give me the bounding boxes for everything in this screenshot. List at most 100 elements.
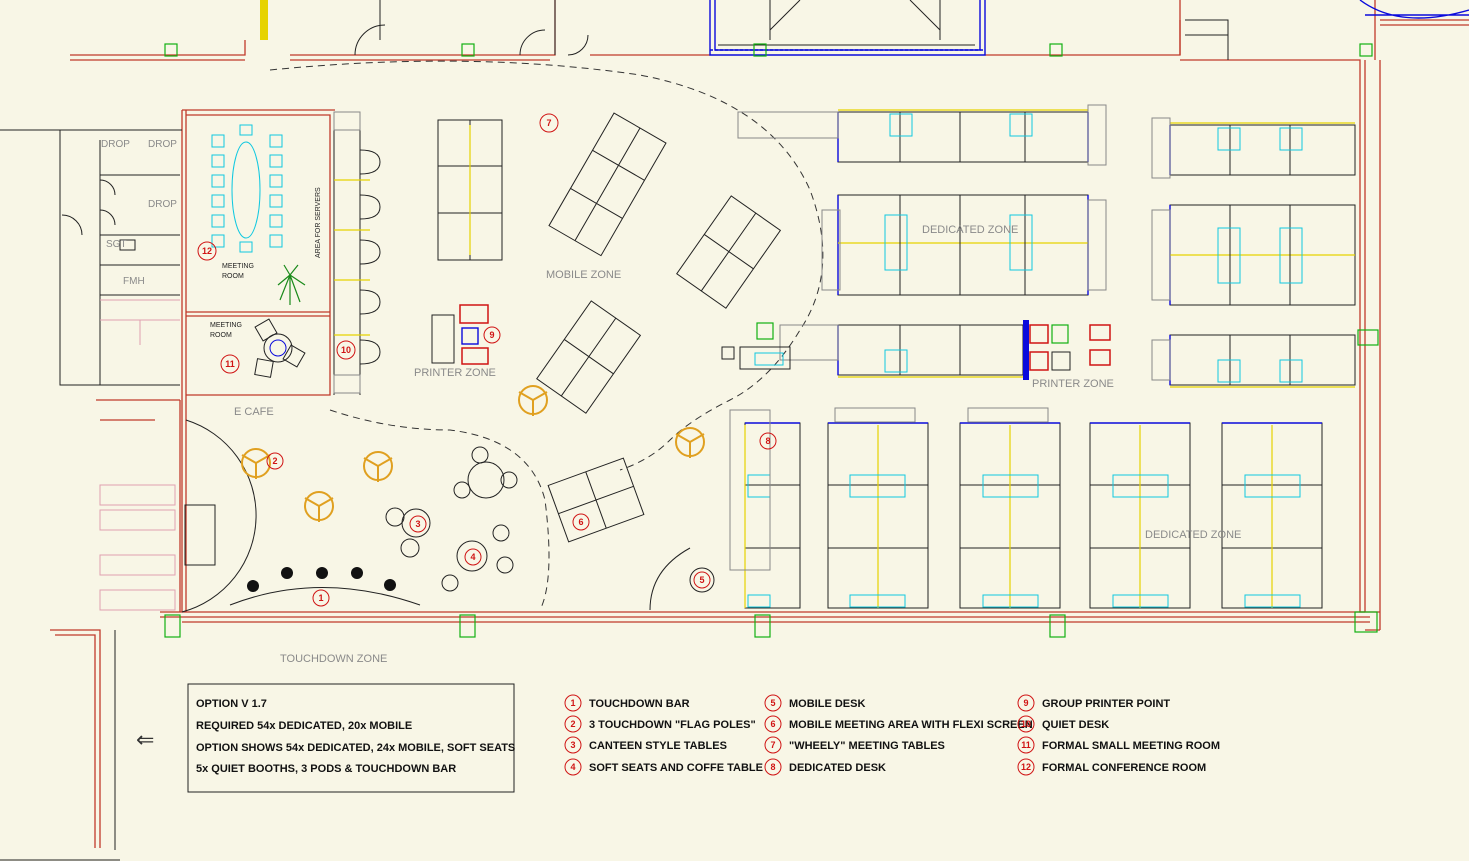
printer-zone-left <box>431 304 489 365</box>
svg-text:5: 5 <box>699 575 704 585</box>
outer-walls <box>0 0 1381 861</box>
meeting-room-12-label: MEETING <box>222 263 254 270</box>
column <box>164 43 178 57</box>
column <box>461 43 475 57</box>
svg-text:11: 11 <box>225 359 235 369</box>
legend-number: 8 <box>770 762 775 772</box>
legend-item-6: 6 MOBILE MEETING AREA WITH FLEXI SCREEN <box>764 715 1033 733</box>
plan-markers: 1 2 3 4 5 6 7 8 9 10 11 12 <box>197 113 777 607</box>
small-meeting-room <box>254 318 306 378</box>
column <box>753 43 767 57</box>
marker-5: 5 <box>693 571 711 589</box>
legend-item-11: 11 FORMAL SMALL MEETING ROOM <box>1017 736 1220 754</box>
marker-3: 3 <box>409 515 427 533</box>
flag-poles <box>241 385 705 522</box>
mobile-desks <box>437 112 782 543</box>
quiet-desk-cluster <box>721 322 791 370</box>
marker-7: 7 <box>539 113 559 133</box>
svg-text:1: 1 <box>318 593 323 603</box>
svg-text:8: 8 <box>765 436 770 446</box>
legend-marker-6 <box>764 715 782 733</box>
legend-marker-2 <box>564 715 582 733</box>
legend-label: "WHEELY" MEETING TABLES <box>789 740 945 752</box>
drop-label-2: DROP <box>148 139 177 150</box>
legend-label: FORMAL SMALL MEETING ROOM <box>1042 740 1220 752</box>
legend-number: 5 <box>770 698 775 708</box>
legend-number: 3 <box>570 740 575 750</box>
drop-label-3: DROP <box>148 199 177 210</box>
legend-marker-10 <box>1017 715 1035 733</box>
legend-number: 6 <box>770 719 775 729</box>
legend-marker-1 <box>564 694 582 712</box>
legend-number: 12 <box>1021 762 1031 772</box>
svg-text:10: 10 <box>341 345 351 355</box>
cafe-seats <box>99 419 257 613</box>
top-features <box>164 0 1469 60</box>
option-line-1: REQUIRED 54x DEDICATED, 20x MOBILE <box>196 720 412 732</box>
marker-10: 10 <box>336 340 356 360</box>
printer-zone-right <box>1029 324 1111 371</box>
legend-number: 2 <box>570 719 575 729</box>
sgt-label: SGT <box>106 239 127 250</box>
option-title: OPTION V 1.7 <box>196 698 267 710</box>
meeting-room-12-label-line2: ROOM <box>222 273 244 280</box>
legend-number: 4 <box>570 762 575 772</box>
drop-label-1: DROP <box>101 139 130 150</box>
legend-marker-11 <box>1017 736 1035 754</box>
server-area-label: AREA FOR SERVERS <box>315 187 322 258</box>
legend-label: 3 TOUCHDOWN "FLAG POLES" <box>589 719 756 731</box>
svg-text:2: 2 <box>272 456 277 466</box>
svg-text:6: 6 <box>578 517 583 527</box>
column-yellow <box>260 0 268 40</box>
touchdown-bar <box>229 567 421 606</box>
meeting-room-11-label: MEETING <box>210 322 242 329</box>
legend-label: GROUP PRINTER POINT <box>1042 698 1170 710</box>
legend-label: MOBILE MEETING AREA WITH FLEXI SCREEN <box>789 719 1033 731</box>
svg-text:12: 12 <box>202 246 212 256</box>
svg-text:4: 4 <box>470 552 475 562</box>
svg-text:3: 3 <box>415 519 420 529</box>
marker-1: 1 <box>312 589 330 607</box>
legend-label: SOFT SEATS AND COFFE TABLE <box>589 762 763 774</box>
legend-number: 10 <box>1021 719 1031 729</box>
column <box>1359 43 1373 57</box>
legend-number: 1 <box>570 698 575 708</box>
mobile-zone-boundary <box>269 60 824 611</box>
legend-label: QUIET DESK <box>1042 719 1109 731</box>
legend-marker-7 <box>764 736 782 754</box>
svg-text:7: 7 <box>546 118 551 128</box>
legend-number: 7 <box>770 740 775 750</box>
legend-marker-3 <box>564 736 582 754</box>
printer-zone-right-label: PRINTER ZONE <box>1032 378 1114 390</box>
printer-zone-left-label: PRINTER ZONE <box>414 367 496 379</box>
legend-item-10: 10 QUIET DESK <box>1017 715 1109 733</box>
column <box>1049 43 1063 57</box>
legend-item-7: 7 "WHEELY" MEETING TABLES <box>764 736 945 754</box>
bottom-columns <box>164 329 1379 638</box>
dedicated-zone-top-label: DEDICATED ZONE <box>922 224 1018 236</box>
legend-number: 11 <box>1021 740 1031 750</box>
marker-2: 2 <box>266 452 284 470</box>
legend-marker-5 <box>764 694 782 712</box>
marker-4: 4 <box>464 548 482 566</box>
legend-item-4: 4 SOFT SEATS AND COFFE TABLE <box>564 758 763 776</box>
legend-item-1: 1 TOUCHDOWN BAR <box>564 694 690 712</box>
marker-9: 9 <box>483 326 501 344</box>
legend-label: TOUCHDOWN BAR <box>589 698 690 710</box>
e-cafe-label: E CAFE <box>234 406 274 418</box>
option-box: OPTION V 1.7 REQUIRED 54x DEDICATED, 20x… <box>187 683 515 793</box>
legend-item-9: 9 GROUP PRINTER POINT <box>1017 694 1170 712</box>
legend-label: CANTEEN STYLE TABLES <box>589 740 727 752</box>
mobile-zone-label: MOBILE ZONE <box>546 269 621 281</box>
legend-marker-12 <box>1017 758 1035 776</box>
touchdown-zone-label: TOUCHDOWN ZONE <box>280 653 387 665</box>
dedicated-benches-top <box>737 104 1356 388</box>
canteen-tables <box>385 446 715 611</box>
marker-11: 11 <box>220 354 240 374</box>
option-line-3: 5x QUIET BOOTHS, 3 PODS & TOUCHDOWN BAR <box>196 763 456 775</box>
legend: 1 TOUCHDOWN BAR 2 3 TOUCHDOWN "FLAG POLES" 3… <box>564 694 1220 776</box>
legend-marker-4 <box>564 758 582 776</box>
legend-number: 9 <box>1023 698 1028 708</box>
